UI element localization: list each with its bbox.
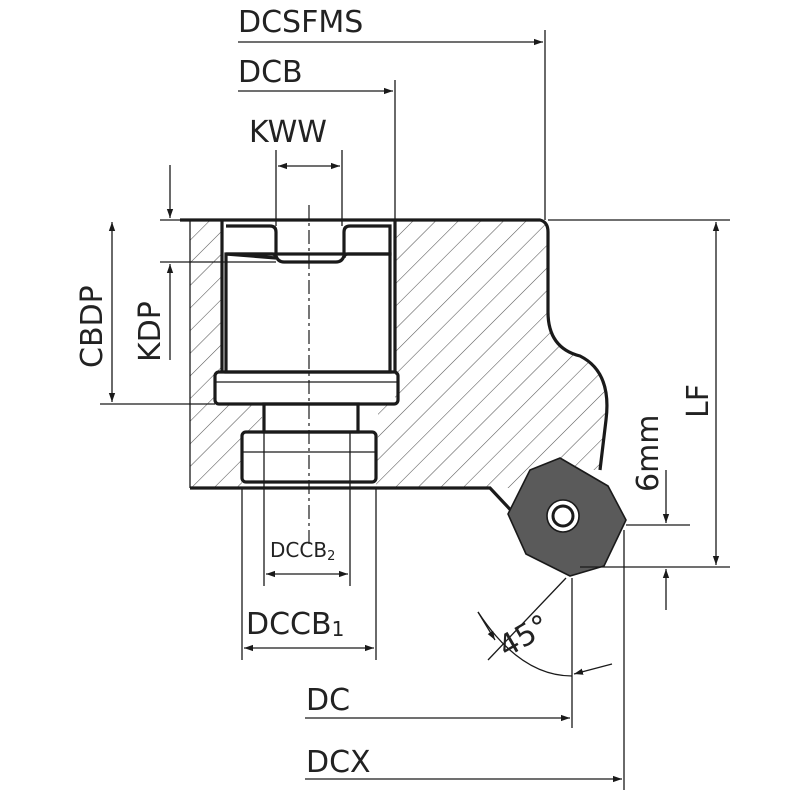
body-bottom-edge: [190, 486, 522, 522]
label-dcb: DCB: [238, 55, 303, 90]
cutting-insert: [507, 457, 627, 577]
label-dccb2: DCCB2: [270, 538, 335, 564]
tool-body: [180, 218, 609, 522]
label-dc: DC: [306, 683, 350, 718]
insert-screw-inner: [551, 504, 575, 528]
label-lf: LF: [681, 384, 716, 418]
bore-cutout: [215, 220, 395, 488]
dimensions: [100, 30, 730, 790]
label-kww: KWW: [249, 115, 327, 150]
dimension-labels: DCSFMS DCB KWW CBDP KDP DCCB2 DCCB1 45° …: [75, 5, 716, 780]
label-6mm: 6mm: [631, 414, 666, 492]
label-cbdp: CBDP: [75, 285, 110, 368]
body-outline: [395, 218, 609, 471]
label-dccb1: DCCB1: [246, 607, 344, 642]
label-dcsfms: DCSFMS: [238, 5, 363, 40]
label-dcx: DCX: [306, 745, 371, 780]
label-kdp: KDP: [133, 301, 168, 362]
label-45-degrees: 45°: [493, 608, 557, 665]
